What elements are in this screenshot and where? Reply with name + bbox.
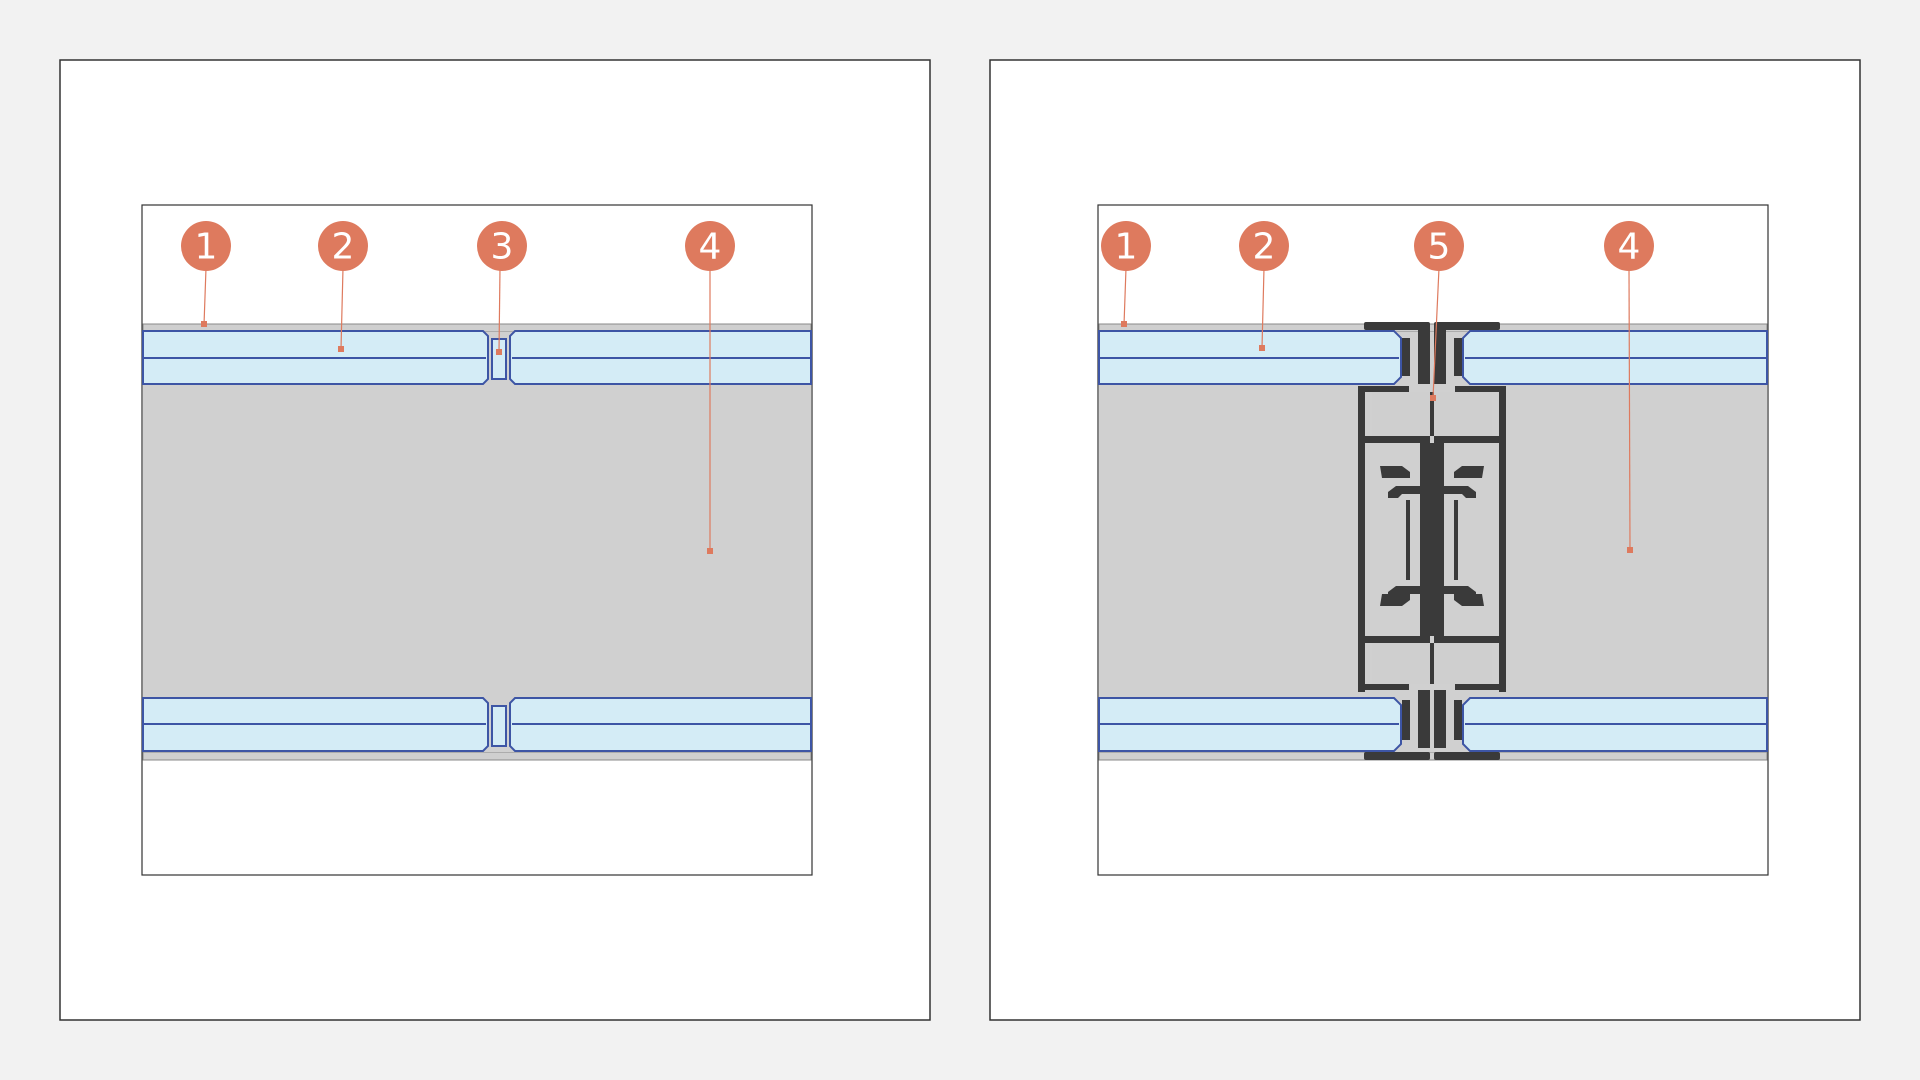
left-callout-3: 3 [477,221,527,271]
right-callout-1-label: 1 [1115,227,1138,268]
left-callout-1-label: 1 [195,227,218,268]
left-facing-board-bottom [142,751,812,761]
right-callout-2: 2 [1239,221,1289,271]
left-glazing-panels-bottom [142,697,812,752]
right-callout-5: 5 [1414,221,1464,271]
right-facing-board-bottom [1098,751,1768,761]
right-callout-2-label: 2 [1253,227,1276,268]
right-glazing-panels-bottom [1098,697,1768,752]
left-callout-2: 2 [318,221,368,271]
right-callout-4: 4 [1604,221,1654,271]
left-glazing-panels-top [142,330,812,385]
left-callout-4: 4 [685,221,735,271]
right-connector-profile [1358,322,1506,760]
left-callout-1: 1 [181,221,231,271]
left-callout-4-label: 4 [699,227,722,268]
left-callout-2-label: 2 [332,227,355,268]
right-callout-4-label: 4 [1618,227,1641,268]
right-leader-lines [1121,267,1633,553]
right-detail-panel: 1 2 5 4 [989,59,1861,1021]
left-core-infill [143,384,811,698]
left-callout-3-label: 3 [491,227,514,268]
left-detail-panel: 1 2 3 4 [59,59,931,1021]
right-glazing-panels-top [1098,330,1768,385]
right-callout-5-label: 5 [1428,227,1451,268]
left-leader-lines [201,267,713,554]
right-callout-1: 1 [1101,221,1151,271]
